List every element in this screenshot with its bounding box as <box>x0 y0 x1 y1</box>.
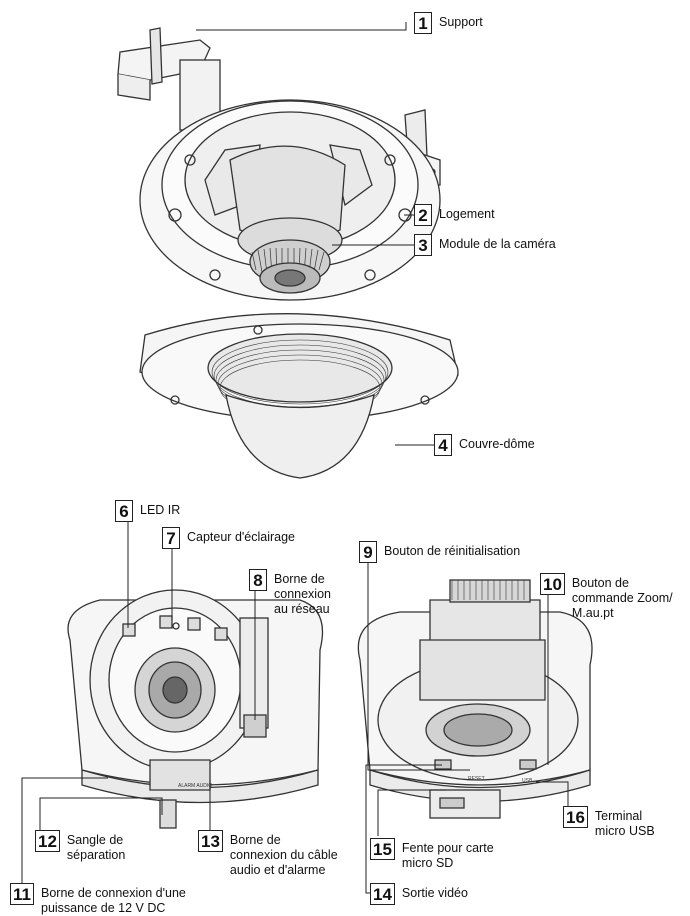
callout-label: Couvre-dôme <box>459 437 535 451</box>
callout-number: 4 <box>434 434 452 456</box>
callout-label: Support <box>439 15 483 29</box>
camera-module <box>229 145 346 294</box>
callout-number: 11 <box>10 883 34 905</box>
callout-label: Sangle de séparation <box>66 833 126 862</box>
callout-label: Capteur d'éclairage <box>187 530 296 544</box>
callout-label: LED IR <box>140 503 181 517</box>
callout-reset-button: 9 Bouton de réinitialisation <box>359 541 520 563</box>
callout-label: Module de la caméra <box>439 237 556 251</box>
dome-cover <box>139 313 459 479</box>
callout-light-sensor: 7 Capteur d'éclairage <box>162 527 295 549</box>
callout-label: Bouton de réinitialisation <box>384 544 521 558</box>
top-leader-lines <box>196 22 434 446</box>
callout-camera-module: 3 Module de la caméra <box>414 234 556 256</box>
callout-label: Bouton de commande Zoom/ M.au.pt <box>571 576 673 620</box>
callout-number: 3 <box>414 234 432 256</box>
callout-number: 13 <box>198 830 223 852</box>
callout-microsd-slot: 15 Fente pour carte micro SD <box>370 838 494 871</box>
callout-number: 1 <box>414 12 432 34</box>
callout-video-out: 14 Sortie vidéo <box>370 883 468 905</box>
callout-audio-alarm-terminal: 13 Borne de connexion du câble audio et … <box>198 830 338 878</box>
callout-power-terminal: 11 Borne de connexion d'une puissance de… <box>10 883 186 916</box>
callout-number: 15 <box>370 838 395 860</box>
callout-label: Fente pour carte micro SD <box>401 841 494 870</box>
callout-number: 8 <box>249 569 267 591</box>
callout-label: Sortie vidéo <box>401 886 468 900</box>
callout-number: 16 <box>563 806 588 828</box>
camera-front-view: ALARM AUDIO <box>67 589 324 829</box>
callout-label: Borne de connexion d'une puissance de 12… <box>41 886 186 915</box>
callout-label: Borne de connexion du câble audio et d'a… <box>229 833 338 877</box>
camera-rear-view: RESET USB <box>357 579 593 819</box>
callout-led-ir: 6 LED IR <box>115 500 180 522</box>
callout-network-terminal: 8 Borne de connexion au réseau <box>249 569 331 617</box>
callout-number: 12 <box>35 830 60 852</box>
callout-micro-usb: 16 Terminal micro USB <box>563 806 655 839</box>
callout-label: Borne de connexion au réseau <box>274 572 331 616</box>
callout-zoom-focus-button: 10 Bouton de commande Zoom/ M.au.pt <box>540 573 673 621</box>
callout-dome-cover: 4 Couvre-dôme <box>434 434 535 456</box>
callout-number: 10 <box>540 573 565 595</box>
callout-number: 7 <box>162 527 180 549</box>
callout-label: Terminal micro USB <box>594 809 655 838</box>
callout-label: Logement <box>439 207 495 221</box>
callout-logement: 2 Logement <box>414 204 495 226</box>
reset-text: RESET <box>468 776 485 782</box>
usb-text: USB <box>522 778 533 784</box>
callout-number: 6 <box>115 500 133 522</box>
callout-number: 2 <box>414 204 432 226</box>
callout-number: 14 <box>370 883 395 905</box>
callout-number: 9 <box>359 541 377 563</box>
callout-support: 1 Support <box>414 12 483 34</box>
callout-separation-strap: 12 Sangle de séparation <box>35 830 125 863</box>
alarm-audio-text: ALARM AUDIO <box>178 783 212 789</box>
